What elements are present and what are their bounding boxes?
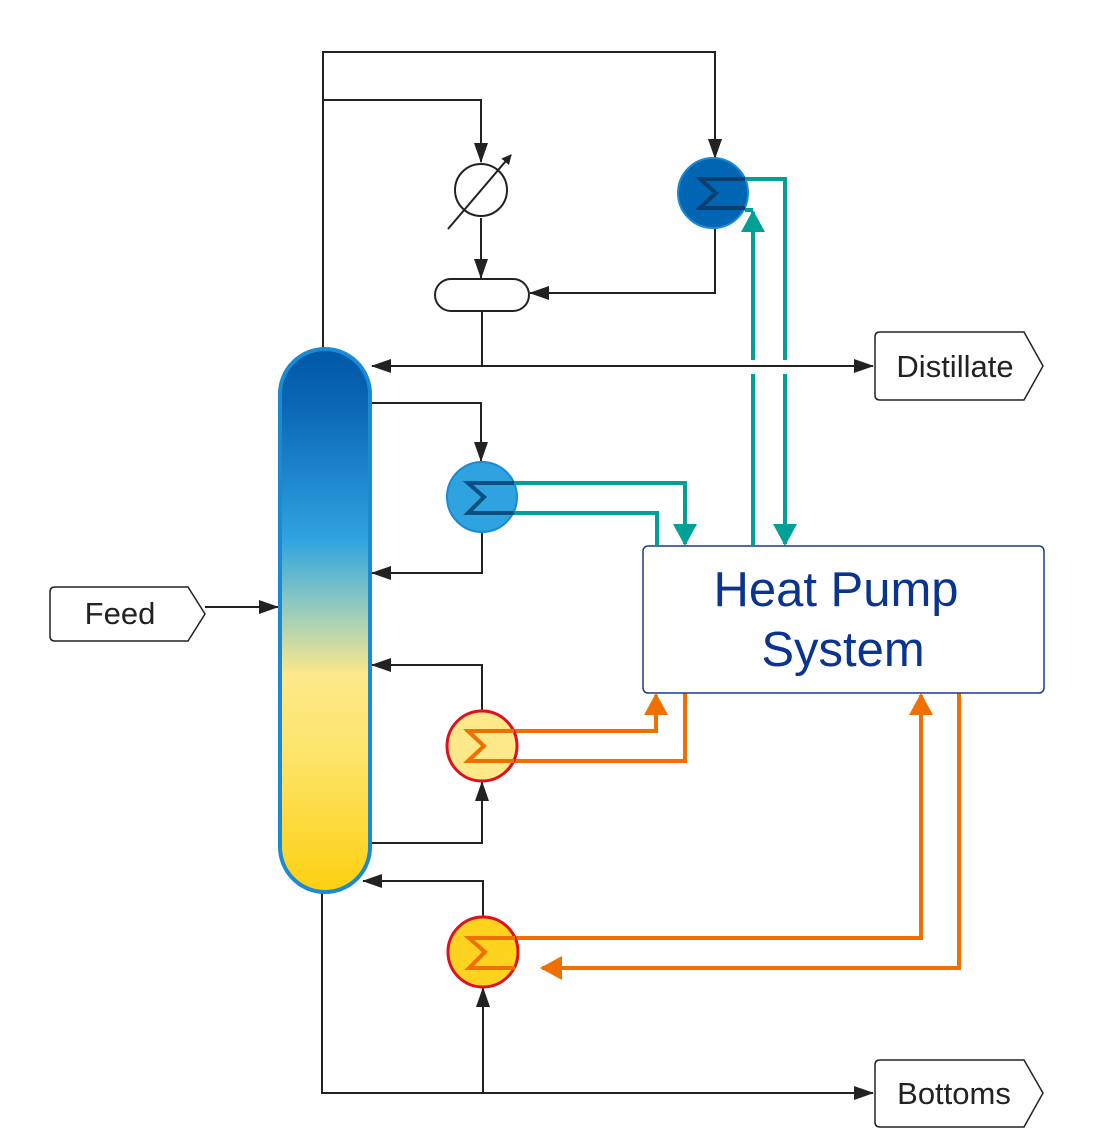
heat-pump-label-line1: Heat Pump xyxy=(713,563,958,617)
condenser-exchanger-icon xyxy=(677,157,749,229)
feed-tag: Feed xyxy=(49,586,206,642)
cold-stream-lines xyxy=(512,177,797,546)
process-lines xyxy=(205,51,874,1100)
feed-label: Feed xyxy=(85,596,156,631)
side-condenser-exchanger-icon xyxy=(446,461,518,533)
hot-stream-lines xyxy=(512,693,961,980)
distillate-tag: Distillate xyxy=(874,331,1044,401)
heat-pump-label-line2: System xyxy=(761,623,924,677)
distillate-label: Distillate xyxy=(896,349,1013,384)
bottoms-tag: Bottoms xyxy=(874,1059,1044,1128)
distillation-column xyxy=(278,347,372,894)
reboiler-exchanger-icon xyxy=(446,915,520,989)
side-reboiler-exchanger-icon xyxy=(445,709,519,783)
reflux-drum xyxy=(434,278,530,312)
bottoms-label: Bottoms xyxy=(897,1076,1011,1111)
heat-pump-system-box: Heat Pump System xyxy=(642,545,1045,694)
control-valve-icon xyxy=(447,154,512,230)
